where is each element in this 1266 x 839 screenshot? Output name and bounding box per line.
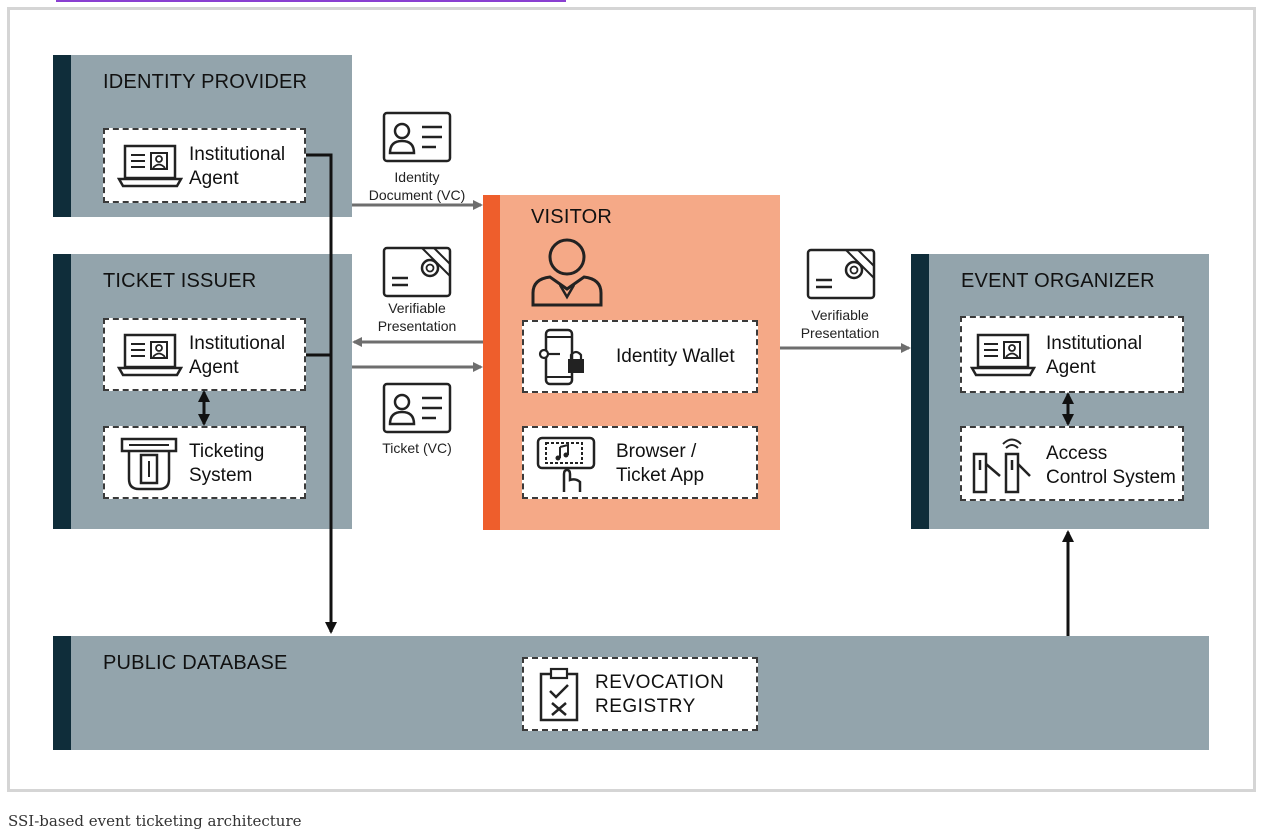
user-icon [531,238,603,307]
browser-ticket-app-box: Browser / Ticket App [522,426,758,499]
certificate-icon [382,246,452,298]
ticketing-system-label-2: System [189,465,253,486]
access-control-box: Access Control System [960,426,1184,501]
ticket-vc-label: Ticket (VC) [382,440,452,456]
browser-label-2: Ticket App [616,465,705,486]
identity-provider-title: IDENTITY PROVIDER [103,71,308,93]
top-link-underline[interactable] [56,0,566,2]
phone-lock-icon [538,328,584,386]
access-control-label-2: Control System [1046,467,1176,488]
identity-document-label-2: Document (VC) [368,187,466,203]
revocation-registry-box: REVOCATION REGISTRY [522,657,758,731]
clipboard-icon [539,667,579,722]
verifiable-presentation-right-label: Verifiable Presentation [780,306,900,342]
identity-wallet-label: Identity Wallet [616,346,735,367]
identity-document-label: Identity Document (VC) [357,168,477,204]
access-control-label-1: Access [1046,443,1108,464]
phone-ticket-icon [536,436,596,492]
identity-document-label-1: Identity [394,169,440,185]
ticket-issuer-title: TICKET ISSUER [103,270,257,292]
certificate-icon [806,248,876,300]
identity-wallet-box: Identity Wallet [522,320,758,393]
figure-caption: SSI-based event ticketing architecture [8,812,302,830]
id-card-icon [382,111,452,163]
vp-right-label-2: Presentation [800,325,880,341]
event-organizer-agent-box: Institutional Agent [960,316,1184,393]
revocation-registry-label-2: REGISTRY [595,696,696,717]
ticketing-system-label-1: Ticketing [189,441,265,462]
id-card-icon [382,382,452,434]
visitor-title: VISITOR [531,206,613,228]
vp-left-label-1: Verifiable [388,300,446,316]
event-organizer-panel: EVENT ORGANIZER Institutional Agent Acce… [911,254,1209,529]
event-organizer-agent-label-1: Institutional [1046,333,1143,354]
browser-label-1: Browser / [616,441,697,462]
laptop-icon [117,333,183,377]
event-organizer-agent-label-2: Agent [1046,357,1096,378]
ticket-machine-icon [120,437,178,491]
identity-provider-agent-label-2: Agent [189,168,239,189]
visitor-panel: VISITOR Identity Wallet Browser / Ticket… [483,195,780,530]
identity-provider-agent-box: Institutional Agent [103,128,306,203]
vp-left-label-2: Presentation [377,318,457,334]
verifiable-presentation-left-label: Verifiable Presentation [357,299,477,335]
public-database-title: PUBLIC DATABASE [103,652,288,674]
turnstile-icon [972,438,1031,494]
identity-provider-agent-label-1: Institutional [189,144,286,165]
ticket-issuer-panel: TICKET ISSUER Institutional Agent Ticket… [53,254,352,529]
ticketing-system-box: Ticketing System [103,426,306,499]
laptop-icon [970,333,1036,377]
ticket-issuer-agent-label-1: Institutional [189,333,286,354]
public-database-panel: PUBLIC DATABASE REVOCATION REGISTRY [53,636,1209,750]
laptop-icon [117,144,183,188]
ticket-issuer-agent-label-2: Agent [189,357,239,378]
ticket-issuer-agent-box: Institutional Agent [103,318,306,391]
revocation-registry-label-1: REVOCATION [595,672,725,693]
event-organizer-title: EVENT ORGANIZER [961,270,1155,292]
vp-right-label-1: Verifiable [811,307,869,323]
identity-provider-panel: IDENTITY PROVIDER Institutional Agent [53,55,352,217]
